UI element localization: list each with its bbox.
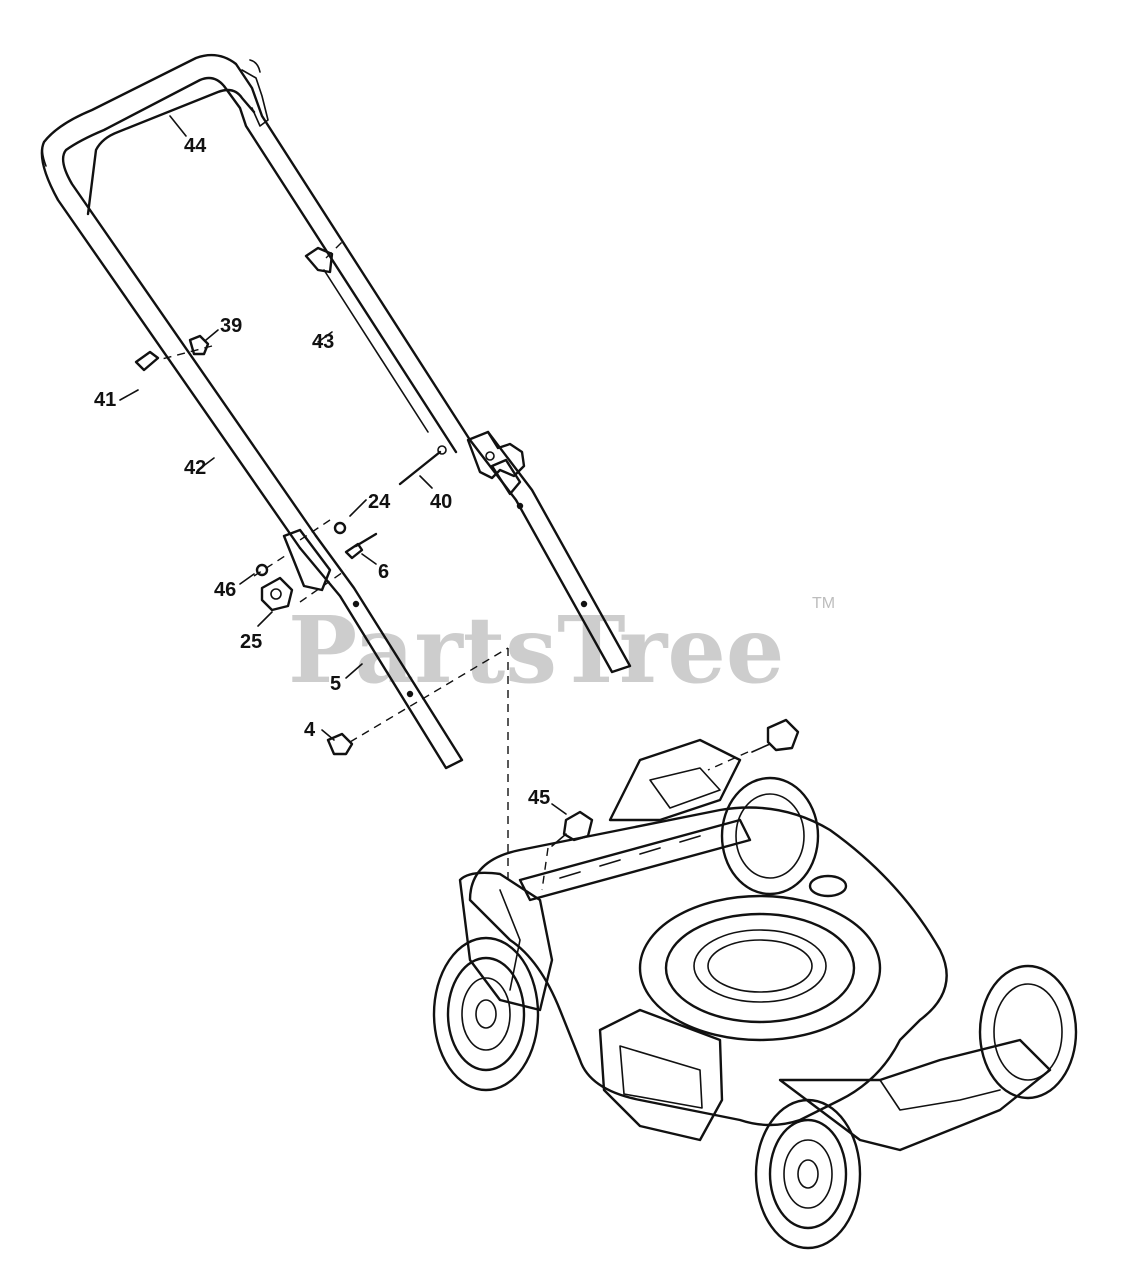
callout-6: 6 xyxy=(378,561,389,583)
callout-39: 39 xyxy=(220,315,242,337)
washer-24 xyxy=(333,521,347,535)
wheel-rear-right xyxy=(978,964,1078,1100)
knob-25 xyxy=(260,576,294,612)
cable-rod xyxy=(323,269,429,433)
callout-24: 24 xyxy=(368,491,391,513)
callout-25: 25 xyxy=(240,631,262,653)
leader-lines xyxy=(119,115,567,815)
wheel-front-right xyxy=(754,1098,862,1250)
callout-5: 5 xyxy=(330,673,341,695)
callout-41: 41 xyxy=(94,389,116,411)
callout-4: 4 xyxy=(304,719,316,741)
washer-46 xyxy=(255,563,269,577)
callout-46: 46 xyxy=(214,579,236,601)
assembly-lines xyxy=(157,239,749,891)
nut-39 xyxy=(188,334,210,356)
watermark-trademark: TM xyxy=(812,595,835,612)
upper-handle xyxy=(40,53,526,550)
knob-bolt-right xyxy=(766,718,800,752)
callout-42: 42 xyxy=(184,457,206,479)
callout-45: 45 xyxy=(528,787,550,809)
wheel-front-left xyxy=(432,936,540,1092)
cable-clip xyxy=(304,246,334,274)
hardware xyxy=(134,246,800,847)
watermark-brand: PartsTree xyxy=(288,596,784,704)
bolt-40 xyxy=(398,450,442,486)
nut-4 xyxy=(326,732,354,756)
wheel-rear-left xyxy=(720,776,820,896)
bolt-6 xyxy=(344,532,378,560)
bolt-41 xyxy=(134,350,160,372)
callout-40: 40 xyxy=(430,491,452,513)
callouts: 44 39 43 41 42 40 24 6 46 25 5 4 45 xyxy=(94,135,550,809)
callout-44: 44 xyxy=(184,135,207,157)
bail-wire xyxy=(86,59,269,216)
wheels xyxy=(432,776,1078,1250)
lower-handle xyxy=(282,430,632,770)
callout-43: 43 xyxy=(312,331,334,353)
